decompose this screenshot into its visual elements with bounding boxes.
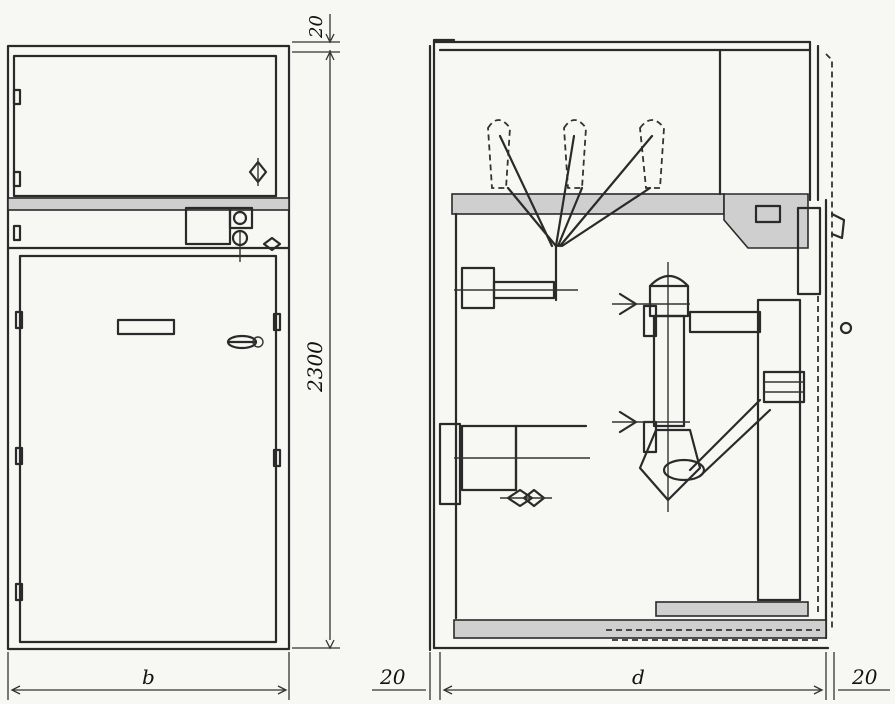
side-relay-window: [754, 204, 782, 224]
height-label: 2300: [303, 341, 327, 393]
front-view: [6, 44, 291, 651]
side-rear-dashed-edge: [825, 53, 833, 630]
side-bus-insulators: [487, 119, 665, 189]
front-door-handle: [226, 334, 264, 350]
side-base-rail: [453, 619, 827, 639]
width-label: b: [142, 665, 155, 689]
front-right-latches: [272, 312, 282, 468]
side-rear-door-parts: [796, 206, 853, 612]
side-truck-base: [655, 601, 809, 617]
front-upper-door: [12, 54, 278, 198]
side-view: [428, 38, 853, 652]
dimension-lines: [7, 14, 890, 700]
side-upper-contact: [454, 266, 578, 310]
front-lower-door: [18, 254, 278, 644]
front-nameplate: [116, 318, 176, 336]
side-bus-connections: [498, 134, 654, 302]
left-gap-label: 20: [379, 665, 406, 689]
side-breaker-arm: [688, 298, 806, 602]
front-upper-lock: [248, 158, 268, 186]
front-outer-frame: [6, 44, 291, 651]
right-gap-label: 20: [851, 665, 878, 689]
front-left-hinges: [12, 88, 24, 602]
side-lower-contact: [438, 422, 590, 508]
top-gap-label: 20: [306, 15, 327, 39]
front-interlock-block: [184, 206, 282, 262]
depth-label: d: [632, 665, 645, 689]
side-left-wall: [428, 38, 456, 652]
side-rear-wall-upper: [808, 40, 820, 202]
side-breaker-pole: [612, 262, 706, 512]
side-base-dashed: [606, 629, 820, 641]
